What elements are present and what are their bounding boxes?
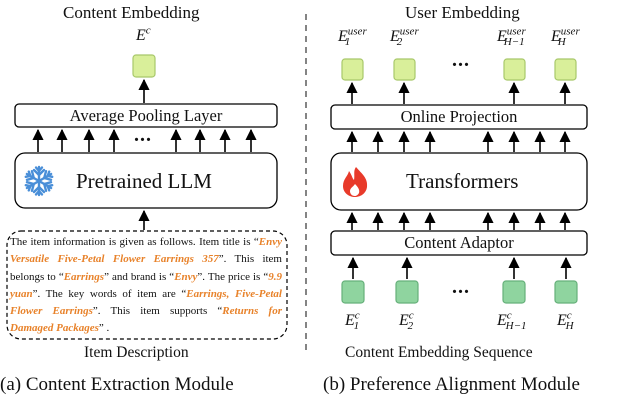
flame-icon: [343, 167, 368, 197]
description-highlight: 9.9 yuan: [10, 270, 282, 300]
description-text: ” .: [98, 322, 110, 335]
average-pooling-label: Average Pooling Layer: [69, 106, 223, 125]
transformers-label: Transformers: [406, 169, 519, 193]
snowflake-icon: [23, 165, 55, 197]
user-token-h: EuserH: [551, 25, 580, 49]
pretrained-llm-box: [14, 152, 278, 209]
online-projection-box: [330, 104, 588, 130]
pretrained-llm-label: Pretrained LLM: [76, 169, 212, 193]
content-embedding-square: [132, 54, 156, 78]
preference-alignment-caption: (b) Preference Alignment Module: [323, 374, 580, 395]
user-token-2: Euser2: [390, 25, 419, 49]
content-adaptor-label: Content Adaptor: [404, 233, 514, 252]
content-token-ellipsis: ...: [452, 276, 470, 298]
content-embedding-header: Content Embedding: [63, 3, 200, 22]
content-sequence-caption: Content Embedding Sequence: [345, 344, 533, 361]
content-embedding-symbol: Ec: [136, 24, 151, 44]
projection-to-user-arrows: [346, 81, 571, 104]
item-description-caption: Item Description: [84, 344, 189, 361]
description-text: ”. The key words of item are “: [32, 287, 187, 300]
description-text: The item information is given as follows…: [10, 236, 259, 248]
content-token-h-minus-1: EcH−1: [497, 309, 527, 333]
description-highlight: Earrings: [63, 270, 105, 283]
content-adaptor-box: [330, 230, 588, 256]
transformers-box: [330, 152, 588, 211]
item-description-text: The item information is given as follows…: [10, 234, 282, 338]
description-highlight: Envy Versatile Five-Petal Flower Earring…: [10, 236, 282, 266]
content-extraction-caption: (a) Content Extraction Module: [0, 374, 234, 395]
content-token-2: Ec2: [399, 309, 414, 333]
user-token-h-minus-1: EuserH−1: [497, 25, 526, 49]
user-token-1: Euser1: [338, 25, 367, 49]
online-projection-label: Online Projection: [400, 107, 518, 126]
description-text: ”. This item supports “: [92, 305, 223, 318]
transformer-to-projection-arrows: [346, 130, 571, 152]
content-to-adaptor-arrows: [347, 256, 572, 279]
user-embedding-squares: [341, 58, 577, 81]
description-highlight: Earrings, Five-Petal Flower Earrings: [10, 287, 282, 318]
description-highlight: Returns for Damaged Packages: [10, 305, 282, 335]
description-text: ”. The price is “: [197, 270, 269, 283]
description-text: ”. This item belongs to “: [10, 253, 282, 283]
user-embedding-header: User Embedding: [405, 3, 520, 22]
llm-to-pooling-arrows: [32, 128, 257, 152]
description-text: ” and brand is “: [104, 270, 175, 283]
content-token-h: EcH: [557, 309, 574, 333]
adaptor-to-transformer-arrows: [346, 211, 571, 230]
item-description-box: [6, 230, 288, 340]
content-token-1: Ec1: [345, 309, 360, 333]
llm-ellipsis: ...: [134, 124, 152, 146]
average-pooling-box: [14, 103, 278, 128]
content-embedding-squares: [341, 280, 578, 304]
user-token-ellipsis: ...: [452, 49, 470, 71]
description-highlight: Envy: [174, 270, 198, 283]
